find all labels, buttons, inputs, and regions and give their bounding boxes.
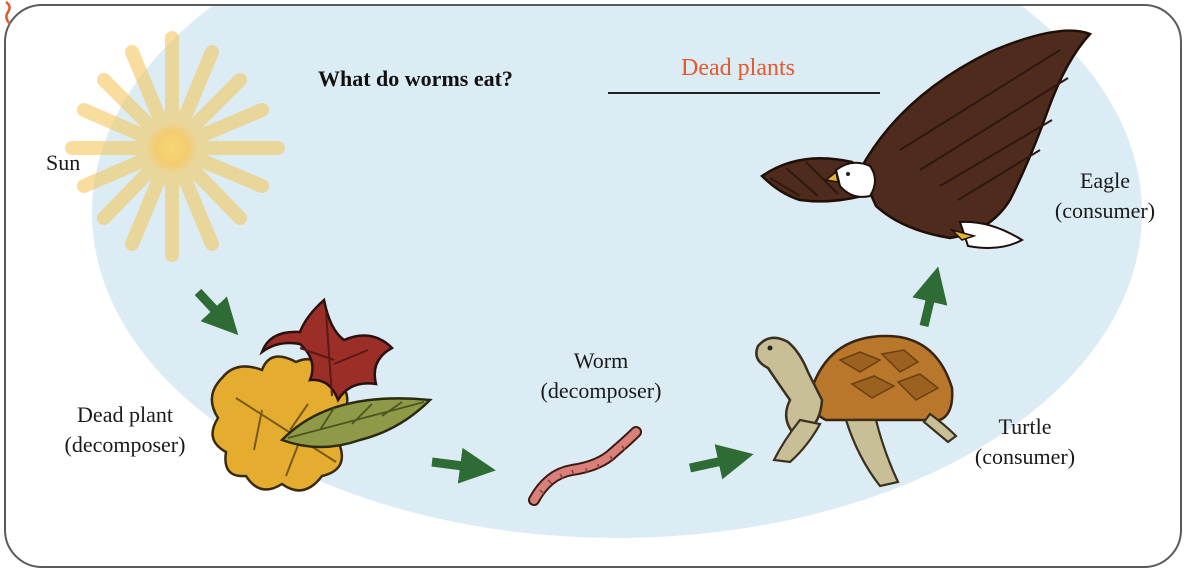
turtle-role: (consumer): [950, 442, 1100, 472]
worm-name: Worm: [506, 346, 696, 376]
worm-label: Worm (decomposer): [506, 346, 696, 406]
food-chain-diagram: What do worms eat? Dead plants: [0, 0, 1186, 523]
sun-icon: [72, 38, 278, 255]
worm-icon: [534, 432, 636, 500]
dead-leaves-icon: [212, 300, 430, 490]
dead-plant-label: Dead plant (decomposer): [30, 400, 220, 460]
eagle-role: (consumer): [1030, 196, 1180, 226]
turtle-icon: [756, 336, 956, 486]
dead-plant-name: Dead plant: [30, 400, 220, 430]
turtle-label: Turtle (consumer): [950, 412, 1100, 472]
eagle-label: Eagle (consumer): [1030, 166, 1180, 226]
eagle-name: Eagle: [1030, 166, 1180, 196]
sun-label: Sun: [46, 148, 80, 178]
turtle-name: Turtle: [950, 412, 1100, 442]
dead-plant-role: (decomposer): [30, 430, 220, 460]
worm-role: (decomposer): [506, 376, 696, 406]
